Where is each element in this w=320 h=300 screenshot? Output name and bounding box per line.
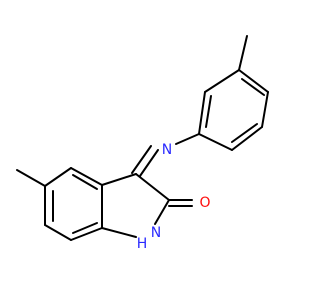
amide-hydrogen-label: H — [137, 236, 148, 252]
bond — [261, 91, 269, 128]
bond — [198, 91, 206, 135]
bond — [72, 222, 98, 234]
bond — [175, 133, 200, 145]
bond — [139, 149, 159, 177]
bond — [135, 173, 170, 201]
imine-nitrogen-label: N — [162, 142, 172, 158]
bond — [101, 173, 137, 186]
bond — [238, 69, 269, 93]
bond — [70, 167, 103, 186]
bond — [101, 227, 137, 238]
bond — [204, 69, 240, 93]
molecule-structure: N O N H — [16, 35, 269, 252]
bond — [16, 169, 46, 187]
bond — [241, 78, 265, 96]
bond — [205, 95, 212, 128]
bond — [70, 227, 103, 241]
bond — [72, 174, 98, 190]
molecule-canvas: N O N H — [16, 35, 269, 252]
bond — [198, 133, 233, 151]
amide-nitrogen-label: N — [151, 225, 161, 241]
carbonyl-oxygen-label: O — [199, 195, 210, 211]
bond — [131, 145, 152, 174]
bond — [44, 167, 72, 187]
bond — [44, 224, 72, 241]
bond — [238, 35, 248, 71]
bond — [154, 199, 170, 225]
bond — [231, 126, 263, 151]
bond — [231, 123, 258, 143]
